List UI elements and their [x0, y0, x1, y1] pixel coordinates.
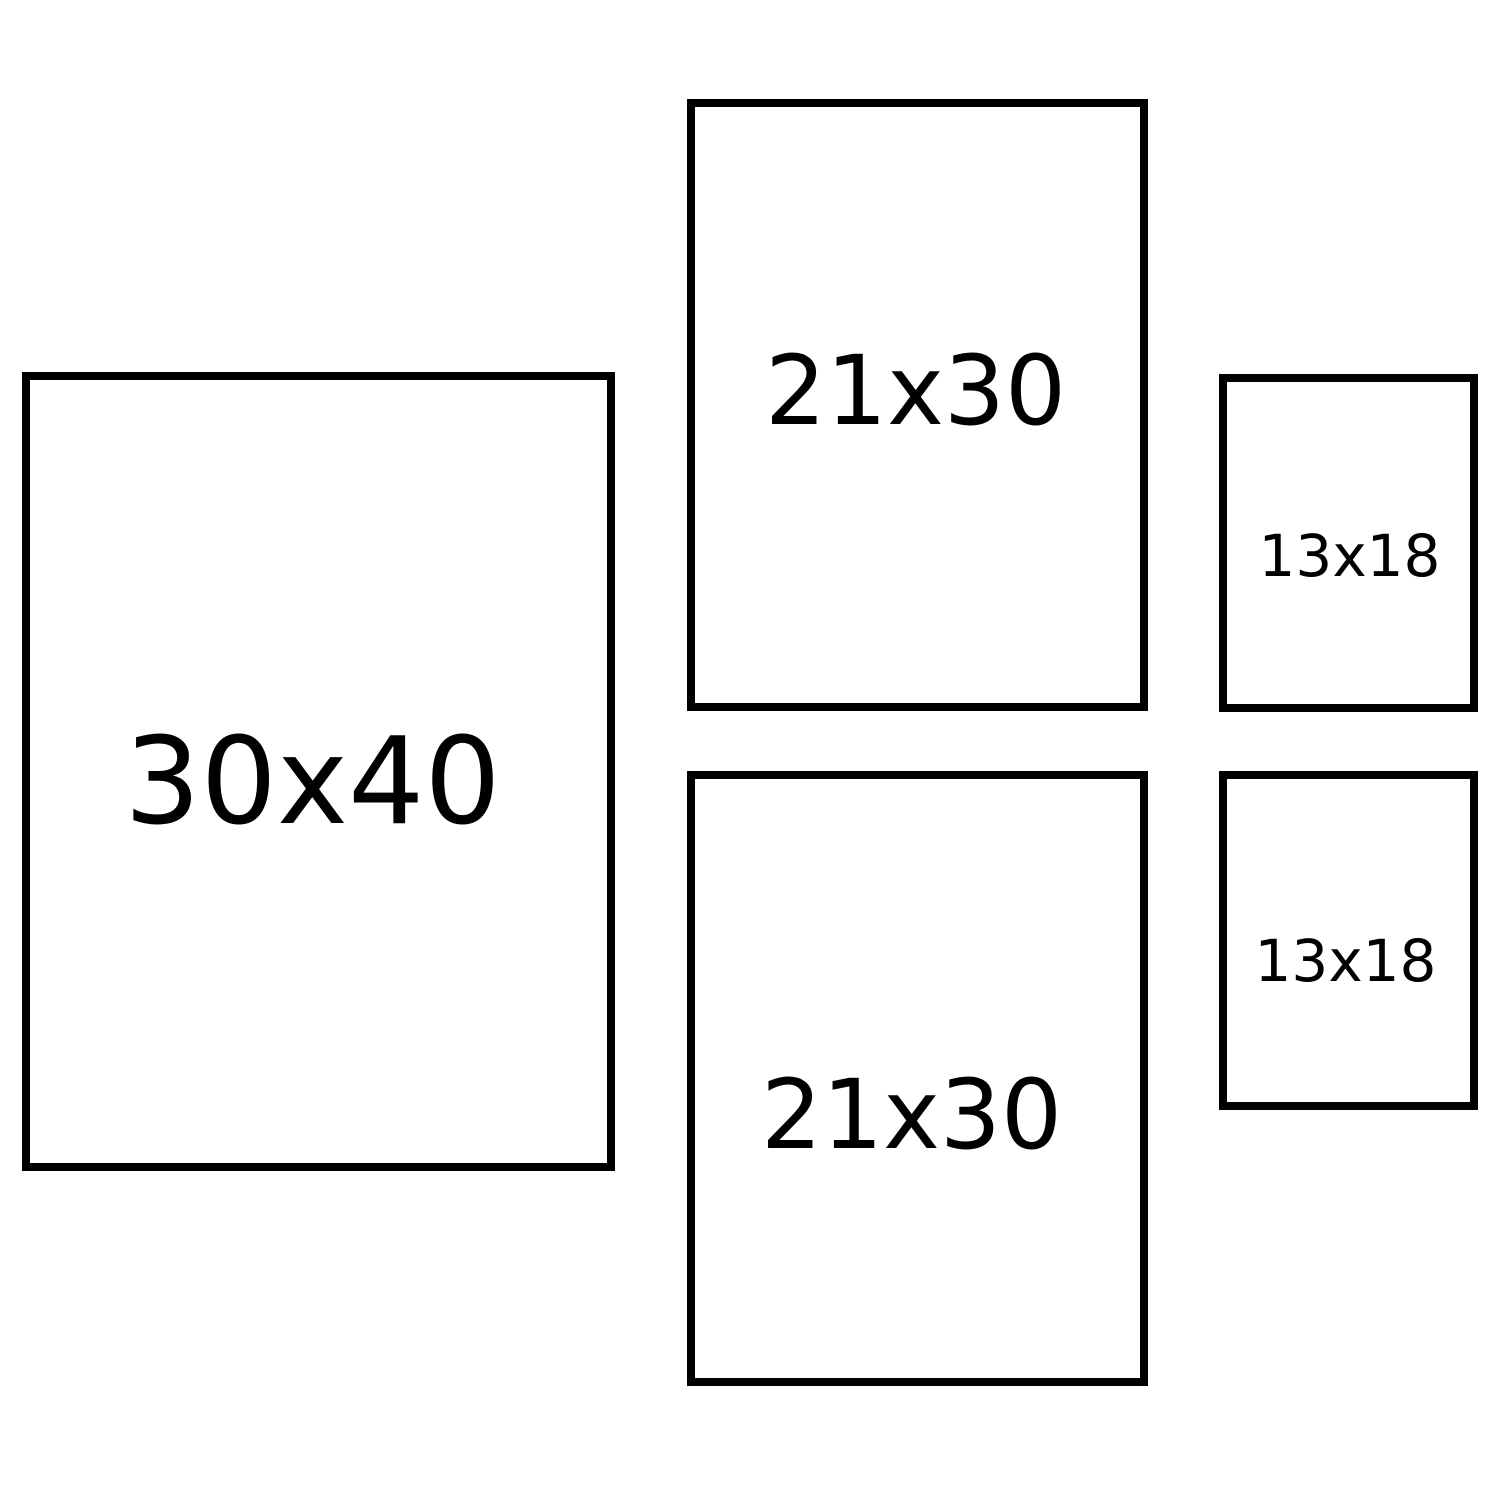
frame-13x18-bottom: 13x18 — [1219, 771, 1478, 1110]
frame-size-label: 13x18 — [1258, 522, 1441, 590]
frame-size-label: 21x30 — [764, 335, 1067, 447]
frame-13x18-top: 13x18 — [1219, 374, 1478, 712]
frame-21x30-bottom: 21x30 — [687, 771, 1148, 1386]
frame-30x40: 30x40 — [22, 372, 615, 1171]
frame-size-label: 30x40 — [124, 713, 501, 852]
frame-size-label: 13x18 — [1254, 927, 1437, 995]
frame-size-label: 21x30 — [760, 1059, 1063, 1171]
frame-21x30-top: 21x30 — [687, 99, 1148, 711]
